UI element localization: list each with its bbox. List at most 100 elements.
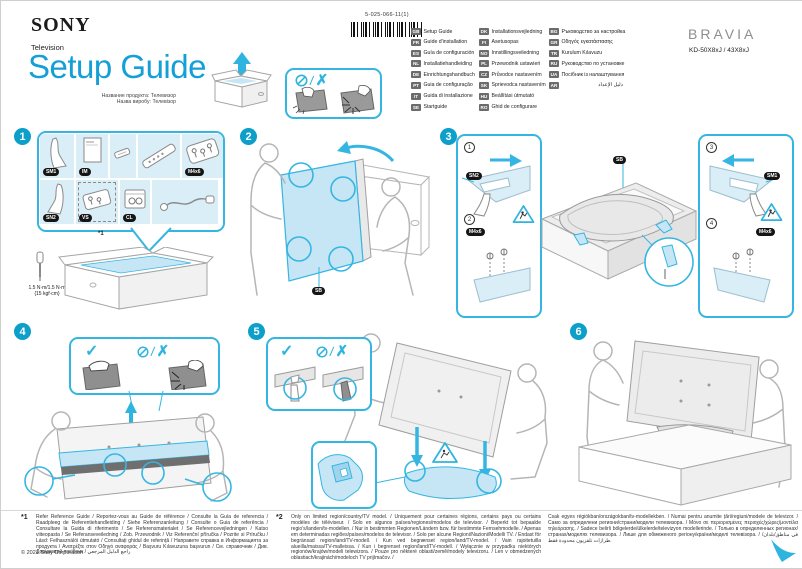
warning-triangle-icon bbox=[512, 204, 535, 224]
torque-line2: {15 kgf·cm} bbox=[34, 291, 60, 297]
lang-label: Asetusopas bbox=[491, 39, 519, 46]
lang-label: Einrichtungshandbuch bbox=[423, 71, 475, 78]
lang-code: HU bbox=[479, 92, 489, 100]
screws-badge-1: M4x6 bbox=[466, 228, 485, 236]
lang-label: Guide d'installation bbox=[423, 39, 468, 46]
step-5-foot-callout: ✓ / ✗ bbox=[266, 337, 372, 411]
footnote-2-text-continued: Csak egyes régiókban/országokban/tv-mode… bbox=[548, 514, 798, 544]
part-badge: IM bbox=[79, 168, 91, 176]
lang-code: DE bbox=[411, 71, 421, 79]
slash-separator: / bbox=[328, 343, 335, 360]
part-badge: SN2 bbox=[43, 214, 59, 222]
prohibition-icon bbox=[316, 345, 328, 358]
lang-code: RU bbox=[549, 60, 559, 68]
leg-attach-right-illustration bbox=[709, 154, 779, 303]
part-badge: VS bbox=[79, 214, 92, 222]
lang-label: Guia de configuração bbox=[423, 82, 473, 89]
lang-label: Guida di installazione bbox=[423, 93, 473, 100]
up-arrow-icon bbox=[233, 52, 251, 75]
lang-label: Installationsvejledning bbox=[491, 28, 543, 35]
accessory-box-illustration bbox=[57, 247, 215, 313]
lang-label: Installatiehandleiding bbox=[423, 60, 472, 67]
leg-attach-left-illustration bbox=[461, 154, 531, 303]
lang-code: DK bbox=[479, 28, 489, 35]
cross-icon: ✗ bbox=[315, 72, 329, 89]
lang-code: NL bbox=[411, 60, 421, 68]
open-box-illustration bbox=[211, 51, 273, 109]
wrong-grip-illustration-1 bbox=[292, 87, 330, 114]
screws-badge-2: M4x6 bbox=[756, 228, 775, 236]
footnote-2-marker: *2 bbox=[276, 514, 283, 521]
sony-logo: SONY bbox=[31, 14, 91, 36]
correct-foot-illustration bbox=[273, 361, 317, 405]
step-6-number: 6 bbox=[570, 323, 587, 340]
footer-divider bbox=[1, 510, 802, 511]
lang-code: SE bbox=[411, 103, 421, 111]
prohibition-icon bbox=[137, 345, 149, 358]
lang-label: Startguide bbox=[423, 104, 448, 111]
part-badge: SM1 bbox=[43, 168, 60, 176]
substep-2-marker: 2 bbox=[464, 214, 475, 225]
lang-code: CZ bbox=[479, 71, 489, 79]
lang-code: FR bbox=[411, 38, 421, 46]
part-remote bbox=[138, 134, 180, 178]
lang-label: دليل الإعداد bbox=[598, 82, 623, 89]
lang-code: BG bbox=[549, 28, 559, 35]
lang-label: Ръководство за настройка bbox=[561, 28, 626, 35]
lang-code: FI bbox=[479, 38, 489, 46]
step-1-number: 1 bbox=[14, 128, 31, 145]
lang-code: GR bbox=[549, 38, 559, 46]
lang-code: AR bbox=[549, 81, 559, 89]
substep-3-marker: 3 bbox=[706, 142, 717, 153]
leg-left-badge: SN2 bbox=[466, 172, 482, 180]
lang-code: SK bbox=[479, 81, 489, 89]
footnote-2-text: Only on limited region/country/TV model.… bbox=[291, 514, 541, 562]
soft-blanket-badge: SB bbox=[312, 287, 325, 295]
title-translations: Название продукта: Телевизор Назва вироб… bbox=[100, 93, 176, 105]
step-2-number: 2 bbox=[240, 128, 257, 145]
step-3-center-illustration bbox=[536, 149, 701, 314]
lang-label: Οδηγός εγκατάστασης bbox=[561, 39, 613, 46]
lang-code: TR bbox=[549, 49, 559, 57]
cross-icon: ✗ bbox=[335, 343, 349, 360]
part-number: 5-025-066-11(1) bbox=[365, 12, 409, 18]
copyright: © 2021 Sony Corporation bbox=[21, 550, 84, 556]
part-clip bbox=[110, 134, 136, 178]
slash-separator: / bbox=[308, 72, 315, 89]
lang-label: Innstillingsveiledning bbox=[491, 50, 540, 57]
part-manual: IM bbox=[76, 134, 108, 178]
warning-triangle-icon bbox=[760, 202, 783, 222]
lang-label: Przewodnik ustawień bbox=[491, 60, 541, 67]
step-3-number: 3 bbox=[440, 128, 457, 145]
prohibition-symbols: / ✗ bbox=[137, 344, 169, 359]
wrong-grip-illustration bbox=[163, 360, 211, 390]
lang-label: Sprievodca nastavením bbox=[491, 82, 546, 89]
torque-note: 1.5 N·m/1.5 N·m {15 kgf·cm} bbox=[15, 285, 79, 297]
check-icon: ✓ bbox=[280, 343, 294, 360]
step-4-grip-callout: ✓ / ✗ bbox=[69, 337, 220, 395]
model-numbers: KD-50X8xJ / 43X8xJ bbox=[689, 47, 749, 54]
leg-right-badge: SM1 bbox=[764, 172, 781, 180]
step-6-illustration bbox=[573, 329, 795, 509]
part-badge: M4x6 bbox=[185, 168, 204, 176]
cross-icon: ✗ bbox=[156, 343, 170, 360]
substep-1-marker: 1 bbox=[464, 142, 475, 153]
page-title: Setup Guide bbox=[28, 48, 206, 85]
prohibition-icon bbox=[295, 74, 308, 87]
lang-code: NO bbox=[479, 49, 489, 57]
